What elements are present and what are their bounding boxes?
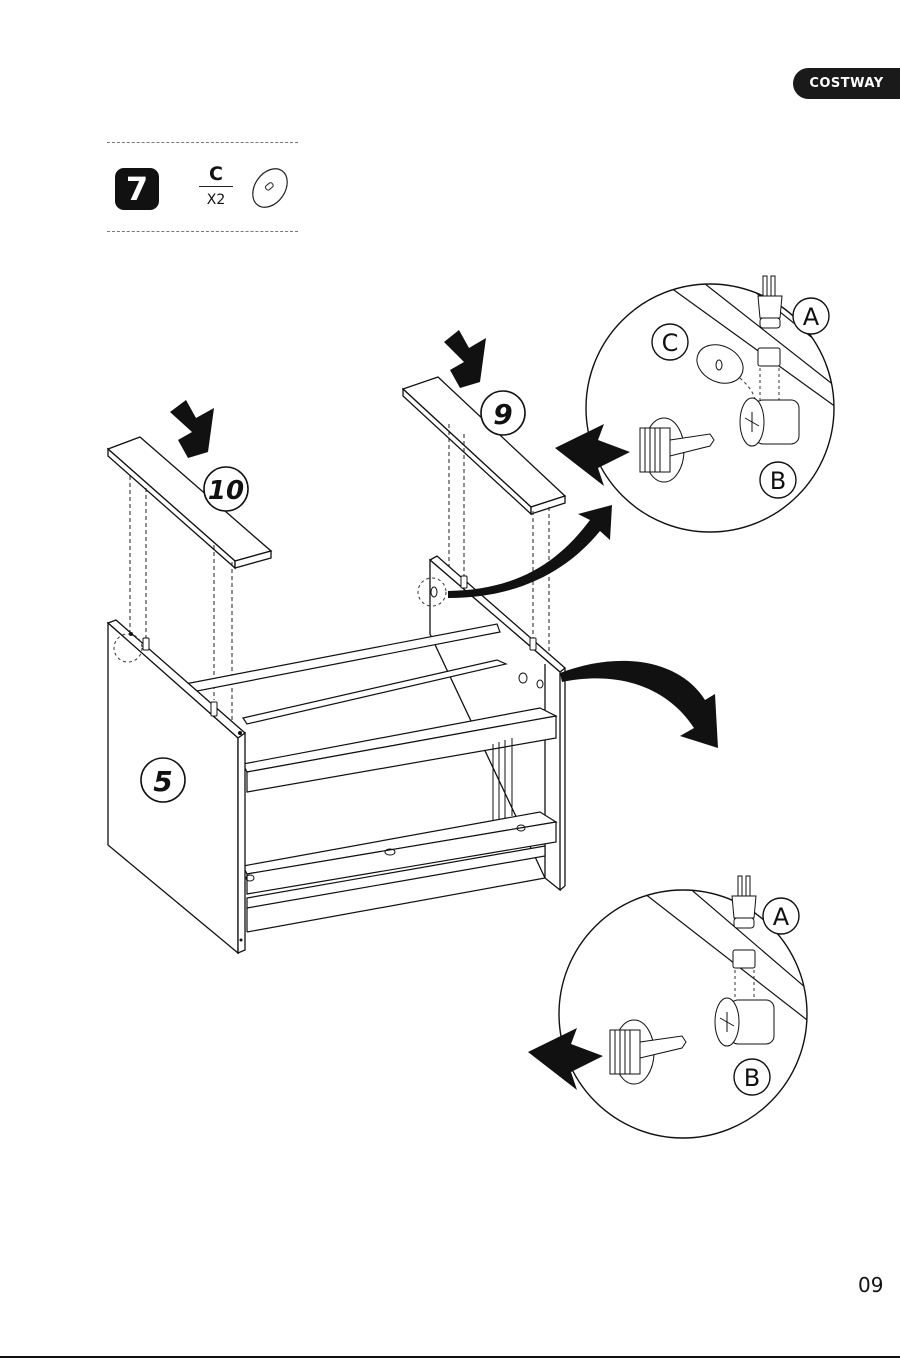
label-panel-10-text: 10	[208, 476, 244, 506]
pointer-arrow-icon-bottom	[560, 661, 718, 748]
svg-text:A: A	[773, 903, 790, 931]
footer-rule	[0, 1356, 900, 1358]
label-panel-5: 5	[141, 758, 185, 802]
svg-text:B: B	[770, 467, 786, 495]
svg-text:C: C	[662, 329, 679, 357]
pointer-arrow-icon-top	[448, 505, 612, 598]
detail-circle-top: C A B	[555, 276, 840, 532]
press-arrow-icon-9	[444, 330, 486, 388]
press-arrow-icon-10	[170, 400, 214, 458]
top-rail	[185, 624, 506, 724]
label-a-top: A	[793, 298, 829, 334]
label-c: C	[652, 324, 688, 360]
label-panel-9-text: 9	[493, 398, 512, 431]
label-panel-5-text: 5	[153, 765, 172, 798]
svg-text:A: A	[803, 303, 820, 331]
bottom-shelf	[243, 812, 556, 932]
label-b-bottom: B	[734, 1059, 770, 1095]
label-b-top: B	[760, 462, 796, 498]
label-panel-9: 9	[481, 391, 525, 435]
page-number: 09	[858, 1273, 883, 1297]
panel-9	[403, 377, 565, 514]
label-panel-10: 10	[204, 467, 248, 511]
svg-text:B: B	[744, 1064, 760, 1092]
detail-circle-bottom: A B	[528, 876, 820, 1138]
label-a-bottom: A	[763, 898, 799, 934]
